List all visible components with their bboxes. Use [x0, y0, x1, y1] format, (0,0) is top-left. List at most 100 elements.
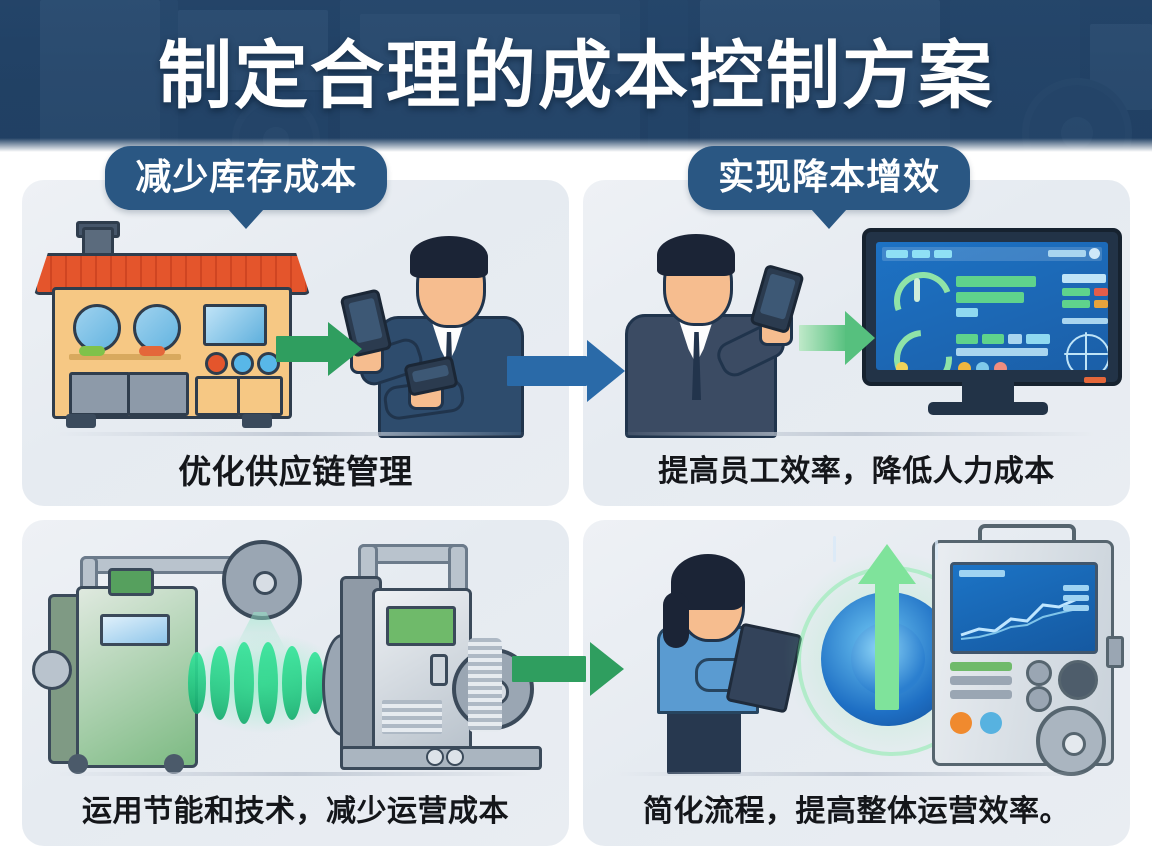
chart-legend [1063, 595, 1089, 601]
card-3-body: 运用节能和技术，减少运营成本 [22, 520, 569, 846]
radar-crosshair [1085, 332, 1087, 370]
woman-worker [621, 548, 803, 774]
round-window [73, 304, 121, 352]
knob [1026, 660, 1052, 686]
control-screen [203, 304, 267, 346]
rack-handle [978, 524, 1076, 548]
card-2-caption: 提高员工效率，降低人力成本 [658, 455, 1055, 488]
status-light-orange [950, 712, 972, 734]
toolbar-tab [886, 250, 908, 258]
lower-cabinet [237, 376, 283, 416]
up-arrow-head [858, 544, 916, 584]
line-chart-screen [950, 562, 1098, 654]
businessman [607, 218, 817, 438]
wheel-caster [68, 754, 88, 774]
status-dot [976, 362, 989, 370]
status-dot [994, 362, 1007, 370]
unit-cap [108, 568, 154, 596]
chart-header [959, 570, 1005, 577]
data-chip [1026, 334, 1050, 344]
equipment-rack [932, 524, 1124, 776]
shelf-item [79, 346, 105, 356]
base-foot [242, 414, 272, 428]
shelf-item [139, 346, 165, 356]
ground-shadow [615, 772, 1098, 776]
toolbar-tab [934, 250, 952, 258]
data-chip [982, 334, 1004, 344]
monitor-stand-neck [962, 378, 1014, 404]
card-reduce-inventory-cost[interactable]: 优化供应链管理 减少库存成本 [22, 146, 569, 506]
status-bar [950, 662, 1012, 671]
industrial-machinery-illustration [22, 530, 569, 780]
indicator-light [231, 352, 254, 375]
status-light-blue [980, 712, 1002, 734]
worker-and-equipment-illustration [583, 524, 1130, 780]
ponytail [663, 592, 689, 648]
spark-line [935, 540, 938, 560]
card-4-caption: 简化流程，提高整体运营效率。 [643, 795, 1070, 828]
warehouse-and-businessman-illustration [22, 190, 569, 440]
data-chip [956, 334, 978, 344]
base-gauge [446, 748, 464, 766]
card-1-caption: 优化供应链管理 [178, 453, 413, 490]
cards-grid: 优化供应链管理 减少库存成本 [0, 146, 1152, 864]
side-port [32, 650, 72, 690]
turbine-housing [468, 638, 502, 732]
green-arrow [276, 322, 362, 376]
data-chip [1008, 334, 1022, 344]
side-panel-header [1062, 274, 1106, 283]
coil-ring [234, 642, 254, 724]
card-2-badge: 实现降本增效 [688, 146, 971, 229]
progress-bar [956, 276, 1036, 287]
card-streamline-process[interactable]: 简化流程，提高整体运营效率。 [583, 520, 1130, 846]
gauge-dot [896, 362, 908, 370]
round-window [133, 304, 181, 352]
power-indicator [1084, 377, 1106, 383]
progress-bar [956, 308, 978, 317]
spark-line [833, 536, 836, 562]
side-row-alert [1094, 288, 1108, 296]
handheld-scanner [749, 263, 805, 335]
base-gauge [426, 748, 444, 766]
toolbar-search [1048, 250, 1086, 257]
coil-glow [178, 632, 348, 734]
coil-ring [258, 642, 278, 724]
card-2-badge-label: 实现降本增效 [718, 156, 941, 197]
hair [410, 236, 488, 278]
dial-knob [1058, 660, 1098, 700]
indicator-light [205, 352, 228, 375]
warehouse-wall [52, 287, 292, 419]
card-achieve-cost-reduction[interactable]: 提高员工效率，降低人力成本 实现降本增效 [583, 146, 1130, 506]
green-gradient-arrow [799, 311, 875, 365]
page-header: 制定合理的成本控制方案 [0, 0, 1152, 152]
card-1-body: 优化供应链管理 [22, 180, 569, 506]
coil-ring [188, 652, 206, 714]
fan-wheel [222, 540, 302, 620]
status-dot [958, 362, 971, 370]
side-connector [1106, 636, 1124, 668]
wheel-caster [164, 754, 184, 774]
control-display [100, 614, 170, 646]
ground-shadow [54, 432, 537, 436]
card-energy-saving-technology[interactable]: 运用节能和技术，减少运营成本 [22, 520, 569, 846]
gauge-chart [884, 262, 962, 340]
side-row-warn [1094, 300, 1108, 308]
glowing-green-coils [178, 632, 348, 734]
page-title: 制定合理的成本控制方案 [158, 34, 994, 117]
chart-legend [1063, 585, 1089, 591]
knob [1026, 686, 1052, 712]
up-arrow-shaft [875, 582, 899, 710]
progress-bar [956, 292, 1024, 303]
machine-handle [430, 654, 448, 686]
chart-legend [1063, 605, 1089, 611]
radar-chart [1066, 334, 1108, 370]
status-bar [950, 676, 1012, 685]
necktie [692, 332, 701, 400]
monitor-frame [862, 228, 1122, 386]
machine-display [386, 606, 456, 646]
side-row [1062, 288, 1090, 296]
side-divider [1062, 318, 1108, 324]
monitor-stand-base [928, 402, 1048, 415]
shelf [69, 354, 181, 360]
